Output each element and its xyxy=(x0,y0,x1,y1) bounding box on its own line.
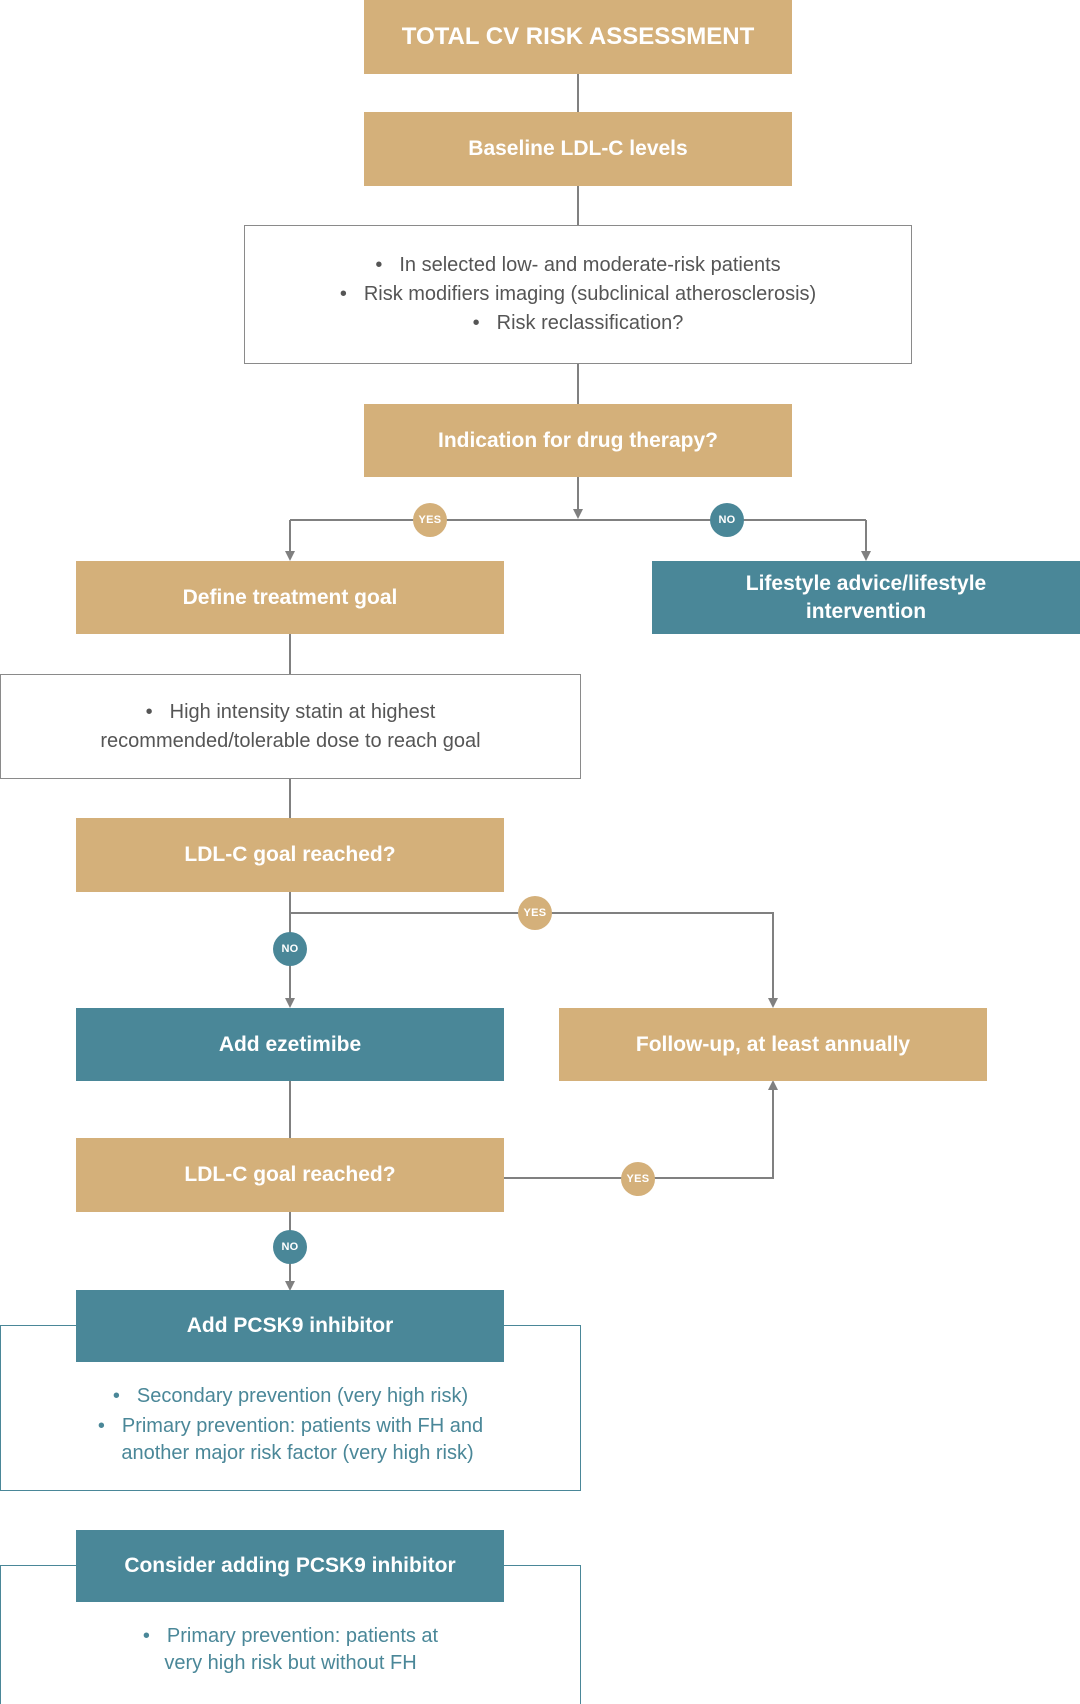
consider-pcsk9-label: Consider adding PCSK9 inhibitor xyxy=(124,1554,456,1577)
consider-pcsk9-box: Consider adding PCSK9 inhibitor xyxy=(76,1530,504,1602)
add-pcsk9-label: Add PCSK9 inhibitor xyxy=(186,1314,394,1337)
consideration-item: •Risk reclassification? xyxy=(473,309,684,338)
pcsk9-criteria-text: •Secondary prevention (very high risk) •… xyxy=(0,1383,581,1467)
ldl-goal-question-box-1: LDL-C goal reached? xyxy=(76,818,504,892)
baseline-ldl-label: Baseline LDL-C levels xyxy=(468,137,688,160)
considerations-box: •In selected low- and moderate-risk pati… xyxy=(244,225,912,364)
consider-criteria-item: •Primary prevention: patients at xyxy=(0,1623,581,1650)
ldl-goal-question-label-2: LDL-C goal reached? xyxy=(184,1163,396,1186)
indication-label: Indication for drug therapy? xyxy=(437,428,718,452)
bullet-icon: • xyxy=(375,254,383,276)
bullet-icon: • xyxy=(142,1625,150,1647)
yes-badge: YES xyxy=(621,1162,655,1196)
lifestyle-box: Lifestyle advice/lifestyle intervention xyxy=(652,561,1080,634)
yes-badge: YES xyxy=(518,896,552,930)
bullet-icon: • xyxy=(97,1415,105,1437)
add-pcsk9-box: Add PCSK9 inhibitor xyxy=(76,1290,504,1362)
pcsk9-criteria-item-2-cont: another major risk factor (very high ris… xyxy=(121,1442,474,1464)
ldl-goal-question-box-2: LDL-C goal reached? xyxy=(76,1138,504,1212)
no-badge: NO xyxy=(710,503,744,537)
define-treatment-goal-box: Define treatment goal xyxy=(76,561,504,634)
bullet-icon: • xyxy=(145,700,153,723)
consideration-item: •In selected low- and moderate-risk pati… xyxy=(375,251,780,280)
indication-box: Indication for drug therapy? xyxy=(364,404,792,477)
pcsk9-criteria-item-2: •Primary prevention: patients with FH an… xyxy=(0,1413,581,1440)
total-cv-risk-title: TOTAL CV RISK ASSESSMENT xyxy=(401,23,755,50)
pcsk9-criteria-item-1: •Secondary prevention (very high risk) xyxy=(0,1383,581,1410)
ldl-goal-question-label-1: LDL-C goal reached? xyxy=(184,843,396,866)
lifestyle-line-2: intervention xyxy=(805,599,927,623)
statin-line-1: •High intensity statin at highest xyxy=(146,698,436,727)
add-ezetimibe-label: Add ezetimibe xyxy=(218,1032,362,1056)
yes-badge: YES xyxy=(413,503,447,537)
lifestyle-line-1: Lifestyle advice/lifestyle xyxy=(745,571,987,595)
define-treatment-goal-label: Define treatment goal xyxy=(182,585,398,609)
statin-line-2: recommended/tolerable dose to reach goal xyxy=(100,729,481,752)
statin-box: •High intensity statin at highest recomm… xyxy=(0,674,581,779)
consider-criteria-text: •Primary prevention: patients at very hi… xyxy=(0,1623,581,1677)
consider-criteria-item-cont: very high risk but without FH xyxy=(164,1652,417,1674)
follow-up-label: Follow-up, at least annually xyxy=(635,1032,911,1056)
follow-up-box: Follow-up, at least annually xyxy=(559,1008,987,1081)
connector-goal1-followup xyxy=(290,912,778,1008)
total-cv-risk-assessment-box: TOTAL CV RISK ASSESSMENT xyxy=(364,0,792,74)
baseline-ldl-box: Baseline LDL-C levels xyxy=(364,112,792,186)
consideration-item: •Risk modifiers imaging (subclinical ath… xyxy=(340,280,816,309)
no-badge: NO xyxy=(273,932,307,966)
bullet-icon: • xyxy=(472,312,480,334)
add-ezetimibe-box: Add ezetimibe xyxy=(76,1008,504,1081)
bullet-icon: • xyxy=(112,1385,120,1407)
no-badge: NO xyxy=(273,1230,307,1264)
bullet-icon: • xyxy=(339,283,347,305)
connector-goal2-followup xyxy=(504,1080,778,1179)
